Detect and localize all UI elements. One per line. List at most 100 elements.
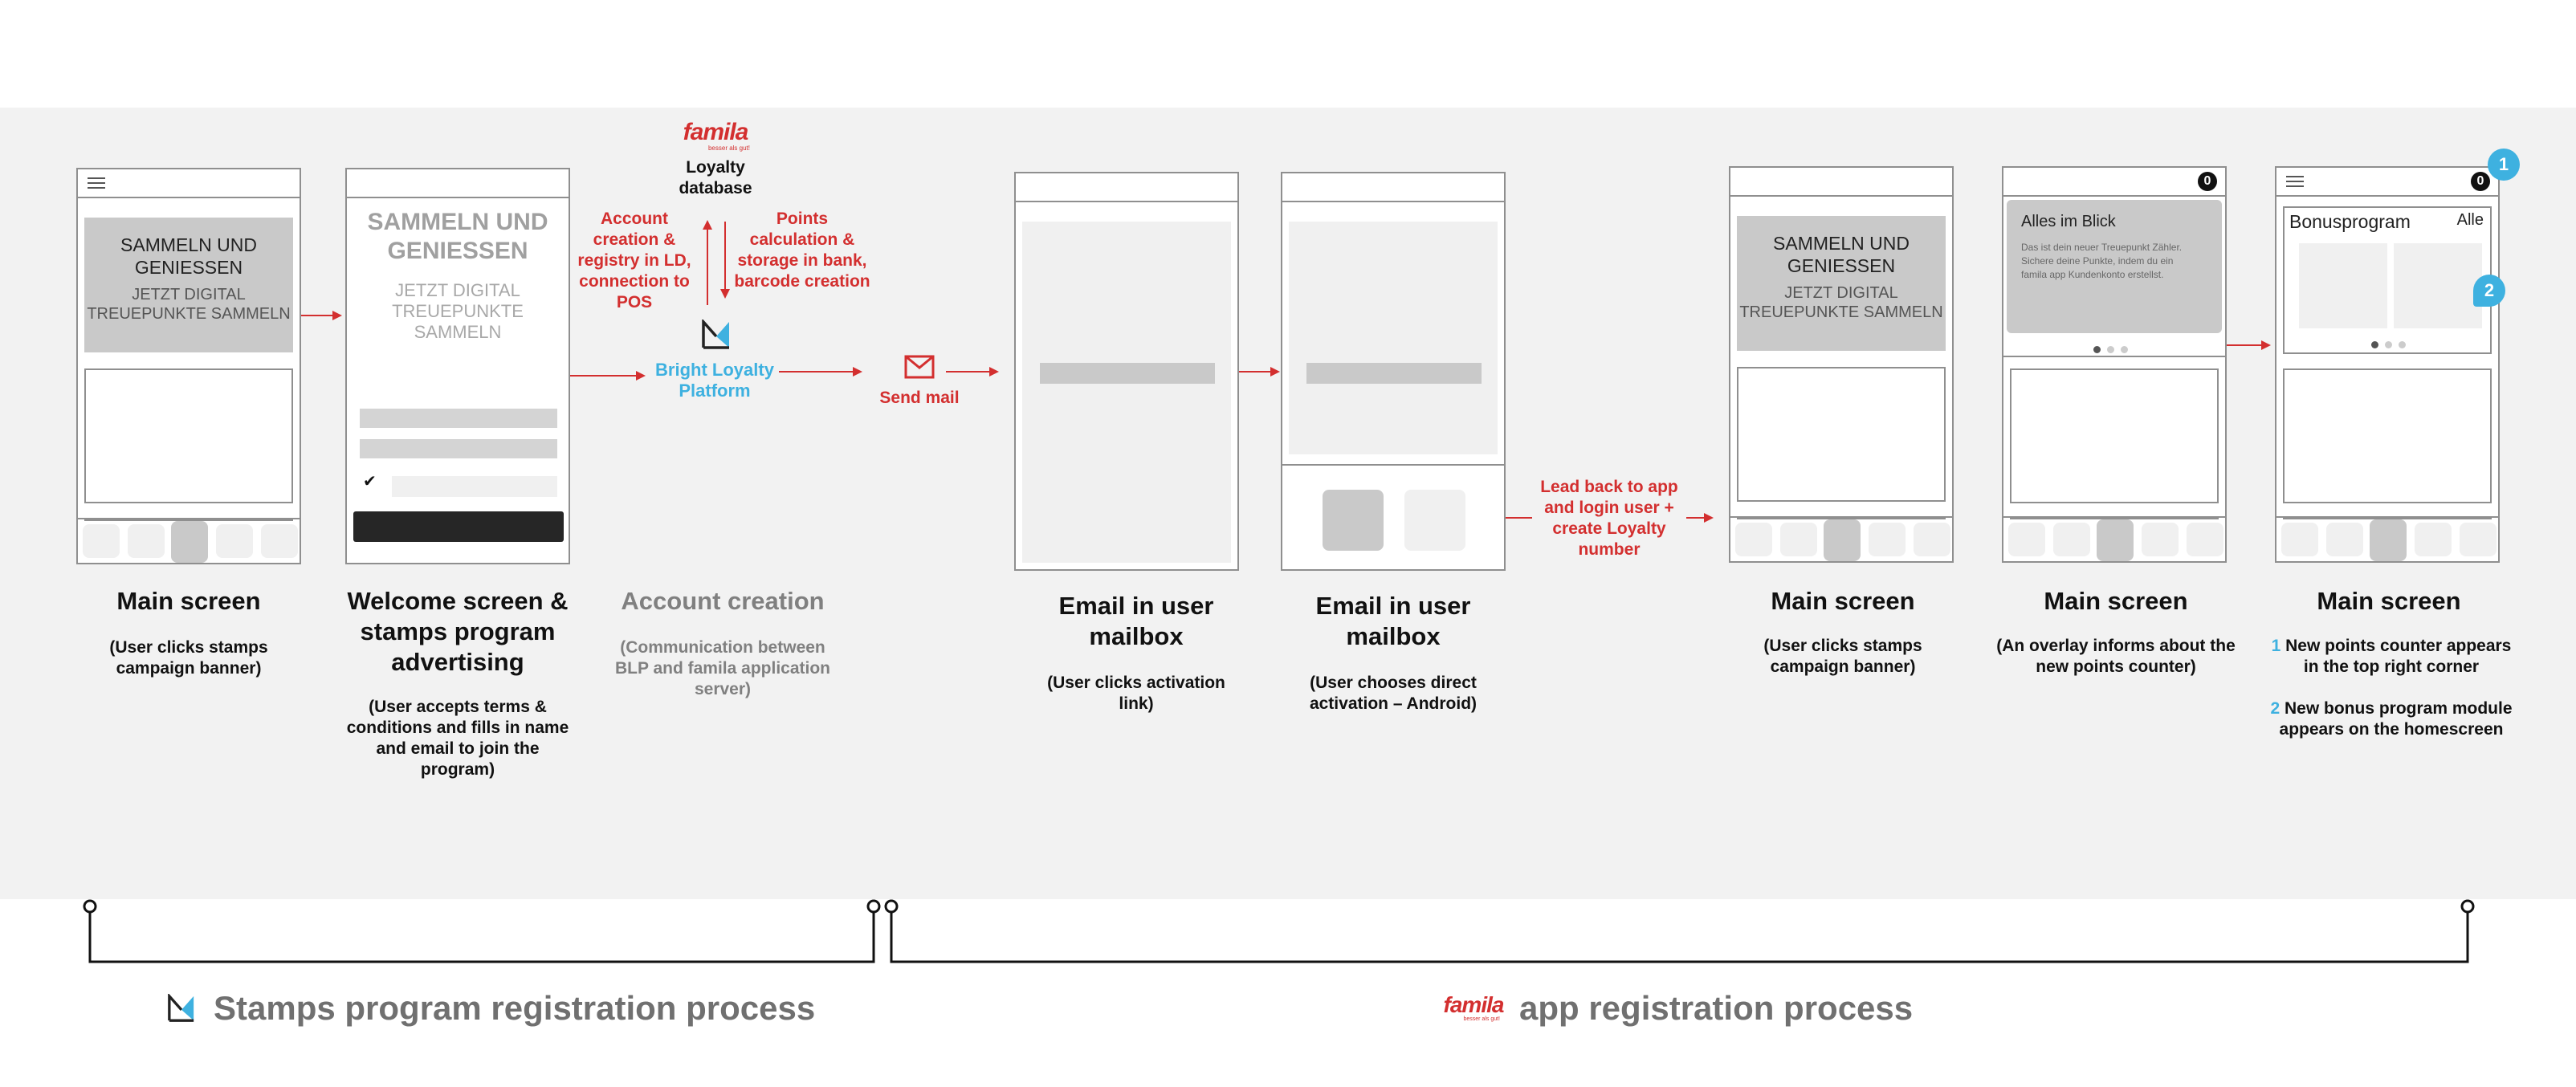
stage6-title: Main screen [1771,587,1915,615]
tab-item-active[interactable] [1824,519,1861,561]
activation-link[interactable] [1306,363,1482,384]
app-header: 0 [2276,168,2498,197]
stamps-campaign-banner[interactable]: SAMMELN UND GENIESSEN JETZT DIGITAL TREU… [84,218,293,352]
tab-item[interactable] [216,524,253,558]
name-field[interactable] [360,409,557,428]
points-calculation-note: Points calculation & storage in bank, ba… [734,210,870,291]
bonus-card[interactable] [2394,243,2482,328]
phone-main-screen-1: SAMMELN UND GENIESSEN JETZT DIGITAL TREU… [76,168,301,564]
welcome-headline: SAMMELN UND GENIESSEN [367,209,548,264]
stage8-note-2: 2 New bonus program module appears on th… [2270,699,2513,739]
bracket-app-registration [884,899,2475,963]
bonus-card[interactable] [2299,243,2387,328]
points-counter-badge[interactable]: 0 [2198,172,2217,191]
tab-item[interactable] [2008,523,2045,556]
banner-subline: JETZT DIGITAL TREUEPUNKTE SAMMELN [1739,284,1943,321]
tab-item[interactable] [2281,523,2318,556]
tab-item[interactable] [261,524,298,558]
tab-item[interactable] [2142,523,2179,556]
email-body [1289,222,1498,454]
stage7-description: (An overlay informs about the new points… [1996,637,2236,676]
overlay-pagination-dots [2093,343,2128,357]
stage5-title: Email in user mailbox [1315,592,1471,650]
account-creation-note: Account creation & registry in LD, conne… [577,210,691,311]
tab-bar [78,518,300,563]
stage6-description: (User clicks stamps campaign banner) [1763,637,1922,676]
hamburger-menu-icon[interactable] [88,177,105,189]
bright-loyalty-platform-label: Bright Loyalty Platform [655,360,774,401]
bonus-program-module[interactable]: Bonusprogram Alle [2283,206,2492,354]
overlay-title: Alles im Blick [2021,213,2116,230]
email-body [1022,222,1231,563]
bonus-module-all-link[interactable]: Alle [2456,211,2484,229]
stage3-title: Account creation [621,587,825,615]
content-placeholder [1737,367,1946,502]
stage8-title: Main screen [2317,587,2461,615]
phone-main-screen-bonus: 0 Bonusprogram Alle [2275,166,2500,563]
bracket-stamps-registration [83,899,881,963]
stage1-title: Main screen [116,587,261,615]
points-counter-badge[interactable]: 0 [2471,172,2490,191]
phone-welcome-screen: SAMMELN UND GENIESSEN JETZT DIGITAL TREU… [345,168,570,564]
tab-item[interactable] [1780,523,1817,556]
bonus-pagination-dots [2371,338,2406,352]
bright-loyalty-logo-icon [168,994,194,1022]
tab-item[interactable] [83,524,120,558]
phone-main-screen-2: SAMMELN UND GENIESSEN JETZT DIGITAL TREU… [1729,166,1954,563]
tab-item[interactable] [2415,523,2452,556]
tab-item[interactable] [2187,523,2223,556]
hamburger-menu-icon[interactable] [2286,176,2304,187]
lead-back-note: Lead back to app and login user + create… [1532,477,1686,560]
app-header [1730,168,1952,197]
famila-logo: famila besser als gut! [683,119,750,153]
stamps-process-title: Stamps program registration process [214,989,816,1027]
content-placeholder [2010,368,2219,503]
email-field[interactable] [360,439,557,458]
banner-headline: SAMMELN UND GENIESSEN [1773,233,1910,276]
famila-logo-footer: famila besser als gut! [1443,992,1505,1023]
stage7-title: Main screen [2044,587,2188,615]
join-program-button[interactable] [353,511,564,542]
tab-item[interactable] [128,524,165,558]
phone-email-mailbox-2 [1281,172,1506,571]
callout-bubble-2: 2 [2473,275,2505,307]
tab-item-active[interactable] [2097,519,2134,561]
mail-header [1282,173,1504,202]
stamps-campaign-banner[interactable]: SAMMELN UND GENIESSEN JETZT DIGITAL TREU… [1737,216,1946,351]
callout-bubble-1: 1 [2488,149,2520,181]
activation-link[interactable] [1040,363,1215,384]
mail-envelope-icon [904,355,935,379]
tab-item-active[interactable] [2370,519,2407,561]
bonus-module-title: Bonusprogram [2289,211,2411,232]
stage5-description: (User chooses direct activation – Androi… [1309,674,1478,713]
welcome-subline: JETZT DIGITAL TREUEPUNKTE SAMMELN [392,280,524,342]
tab-item[interactable] [2460,523,2497,556]
tab-item[interactable] [2326,523,2363,556]
points-counter-overlay: Alles im Blick Das ist dein neuer Treuep… [2007,200,2222,333]
android-activation-option[interactable] [1323,490,1384,551]
loyalty-database-label: Loyalty database [679,158,752,197]
phone-main-screen-overlay: 0 Alles im Blick Das ist dein neuer Treu… [2002,166,2227,563]
tab-item[interactable] [2053,523,2090,556]
tab-item-active[interactable] [171,521,208,563]
stage1-description: (User clicks stamps campaign banner) [109,638,268,678]
terms-checkbox-icon[interactable]: ✔ [363,473,377,491]
app-header [347,169,569,198]
banner-headline: SAMMELN UND GENIESSEN [120,234,257,278]
stage8-note-1: 1 New points counter appears in the top … [2271,637,2512,676]
stage2-description: (User accepts terms & conditions and fil… [346,698,569,779]
stage3-description: (Communication between BLP and famila ap… [615,638,830,698]
tab-bar [1730,516,1952,561]
app-header: 0 [2003,168,2225,197]
terms-label-placeholder [392,476,557,497]
tab-item[interactable] [1869,523,1906,556]
app-process-title: app registration process [1519,989,1914,1027]
tab-item[interactable] [1735,523,1772,556]
content-placeholder [2283,368,2492,503]
alternative-activation-option[interactable] [1404,490,1465,551]
tab-item[interactable] [1914,523,1950,556]
overlay-body: Das ist dein neuer Treuepunkt Zähler. Si… [2021,242,2183,280]
banner-subline: JETZT DIGITAL TREUEPUNKTE SAMMELN [87,286,291,323]
phone-email-mailbox-1 [1014,172,1239,571]
